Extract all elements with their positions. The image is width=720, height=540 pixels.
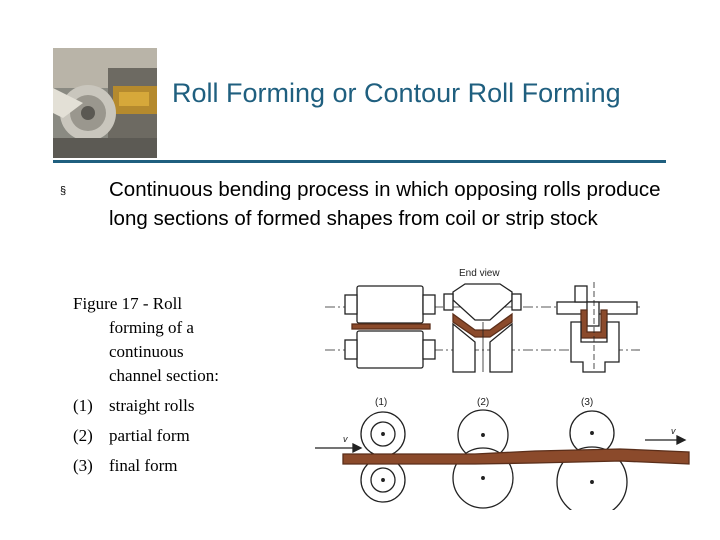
caption-item-number: (1) — [73, 394, 109, 418]
caption-item-number: (2) — [73, 424, 109, 448]
caption-item-text: final form — [109, 456, 177, 475]
end-view-partial-form — [444, 284, 521, 372]
caption-item-number: (3) — [73, 454, 109, 478]
bullet-text: Continuous bending process in which oppo… — [109, 175, 669, 233]
caption-item-text: partial form — [109, 426, 190, 445]
title-underline — [53, 160, 666, 163]
roll-forming-photo — [53, 48, 157, 158]
caption-item-text: straight rolls — [109, 396, 194, 415]
stage-label-1: (1) — [375, 397, 387, 408]
caption-item: (3)final form — [73, 454, 323, 478]
caption-line: continuous — [73, 340, 323, 364]
stage-label-2: (2) — [477, 397, 489, 408]
stage-label-3: (3) — [581, 397, 593, 408]
end-view-label: End view — [459, 268, 500, 279]
bullet-marker: § — [60, 186, 66, 197]
caption-item: (2)partial form — [73, 424, 323, 448]
end-view-straight-rolls — [345, 286, 435, 368]
velocity-arrow-out: v — [645, 426, 685, 444]
end-view-final-form — [557, 282, 637, 372]
velocity-label-in: v — [343, 434, 348, 444]
caption-item: (1)straight rolls — [73, 394, 323, 418]
roll-forming-diagram: End view — [305, 262, 705, 510]
caption-line: forming of a — [73, 316, 323, 340]
velocity-label-out: v — [671, 426, 676, 436]
velocity-arrow-in: v — [315, 434, 361, 452]
caption-line: channel section: — [73, 364, 323, 388]
slide-title: Roll Forming or Contour Roll Forming — [172, 76, 652, 110]
figure-caption: Figure 17 - Roll forming of a continuous… — [73, 292, 323, 478]
caption-line: Figure 17 - Roll — [73, 294, 182, 313]
